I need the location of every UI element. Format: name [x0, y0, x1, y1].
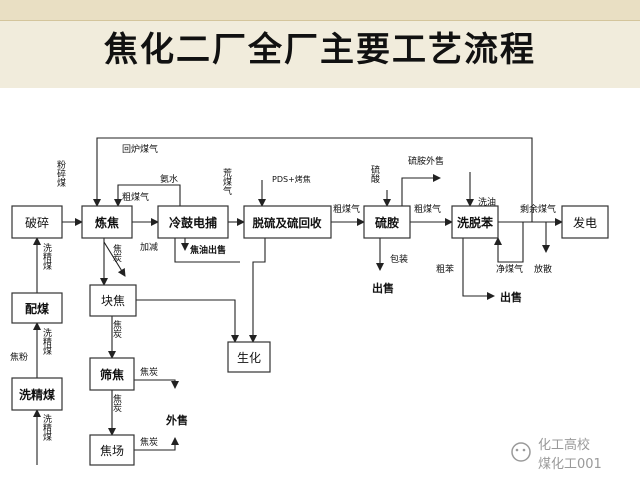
label-jiaotan3: 焦炭 [111, 393, 122, 413]
process-label: 焦场 [100, 444, 124, 458]
label-chushou2: 出售 [500, 290, 522, 304]
process-box-xituoben: 洗脱苯 [451, 205, 499, 239]
label-cumeiqi1: 粗煤气 [122, 191, 149, 203]
process-box-saijiao: 筛焦 [89, 357, 135, 391]
label-liuanwaishou: 硫胺外售 [408, 155, 444, 167]
label-jiaotan4: 焦炭 [140, 366, 158, 378]
flow-labels: 粉碎煤 回炉煤气 氨水 粗煤气 荒煤气 PDS+烤焦 粗煤气 硫酸 硫胺外售 粗… [10, 143, 556, 448]
process-box-kuaijiao: 块焦 [89, 284, 137, 317]
process-label: 生化 [237, 351, 261, 365]
process-box-shenghua: 生化 [227, 341, 271, 373]
label-pds: PDS+烤焦 [272, 174, 311, 184]
label-liusuan: 硫酸 [369, 164, 380, 184]
label-shengyumeiqi: 剩余煤气 [520, 203, 556, 215]
label-anshui: 氨水 [160, 173, 178, 185]
label-jiaotan5: 焦炭 [140, 436, 158, 448]
label-huangmeiqi: 荒煤气 [221, 168, 232, 195]
label-jingmeiqi: 净煤气 [496, 263, 523, 275]
process-label: 脱硫及硫回收 [253, 216, 322, 230]
process-label: 发电 [573, 215, 597, 230]
process-box-lengguchenbu: 冷鼓电捕 [157, 205, 229, 239]
process-label: 筛焦 [100, 367, 124, 382]
process-label: 炼焦 [95, 215, 119, 230]
process-label: 破碎 [25, 215, 49, 230]
process-box-jiaochang: 焦场 [89, 434, 135, 466]
label-waishou: 外售 [165, 413, 188, 427]
process-box-tuoliu: 脱硫及硫回收 [243, 205, 332, 239]
process-box-peimei: 配煤 [11, 292, 63, 324]
label-jiaofen: 焦粉 [10, 351, 28, 363]
label-xiyou: 洗油 [478, 196, 496, 208]
process-label: 洗脱苯 [457, 215, 494, 230]
watermark-line1: 化工高校 [538, 437, 590, 453]
label-xijingmei1: 洗精煤 [41, 242, 52, 271]
label-cumeiqi2: 粗煤气 [333, 203, 360, 215]
process-box-fadian: 发电 [561, 205, 609, 239]
connectors [33, 137, 563, 465]
watermark-line2: 煤化工001 [538, 457, 602, 472]
label-jiaotan2: 焦炭 [111, 319, 122, 339]
process-label: 洗精煤 [19, 387, 55, 402]
label-fangsan: 放散 [534, 263, 552, 275]
process-box-xijingmei: 洗精煤 [11, 377, 63, 411]
label-cuben: 粗苯 [436, 263, 454, 275]
label-jiajian: 加减 [140, 241, 158, 253]
decorative-border [0, 0, 640, 21]
wechat-icon [511, 442, 531, 462]
process-box-lianjiao: 炼焦 [81, 205, 133, 239]
process-label: 配煤 [25, 301, 49, 316]
label-fensuimei: 粉碎煤 [55, 159, 66, 188]
label-cumeiqi3: 粗煤气 [414, 203, 441, 215]
label-baozhuang: 包装 [390, 253, 408, 265]
process-label: 块焦 [101, 294, 125, 308]
label-chushou1: 出售 [372, 281, 394, 295]
process-label: 硫胺 [375, 215, 399, 230]
process-box-liuan: 硫胺 [363, 205, 411, 239]
process-label: 冷鼓电捕 [169, 215, 217, 230]
label-xijingmei3: 洗精煤 [41, 413, 52, 442]
label-xijingmei2: 洗精煤 [41, 327, 52, 356]
page-title: 焦化二厂全厂主要工艺流程 [104, 30, 536, 70]
process-box-posui: 破碎 [11, 205, 63, 239]
label-huilumeiqi: 回炉煤气 [122, 143, 158, 155]
watermark: 化工高校 煤化工001 [511, 437, 602, 472]
label-jiaoyouchushou: 焦油出售 [189, 244, 226, 256]
label-jiaotan1: 焦炭 [111, 243, 122, 263]
